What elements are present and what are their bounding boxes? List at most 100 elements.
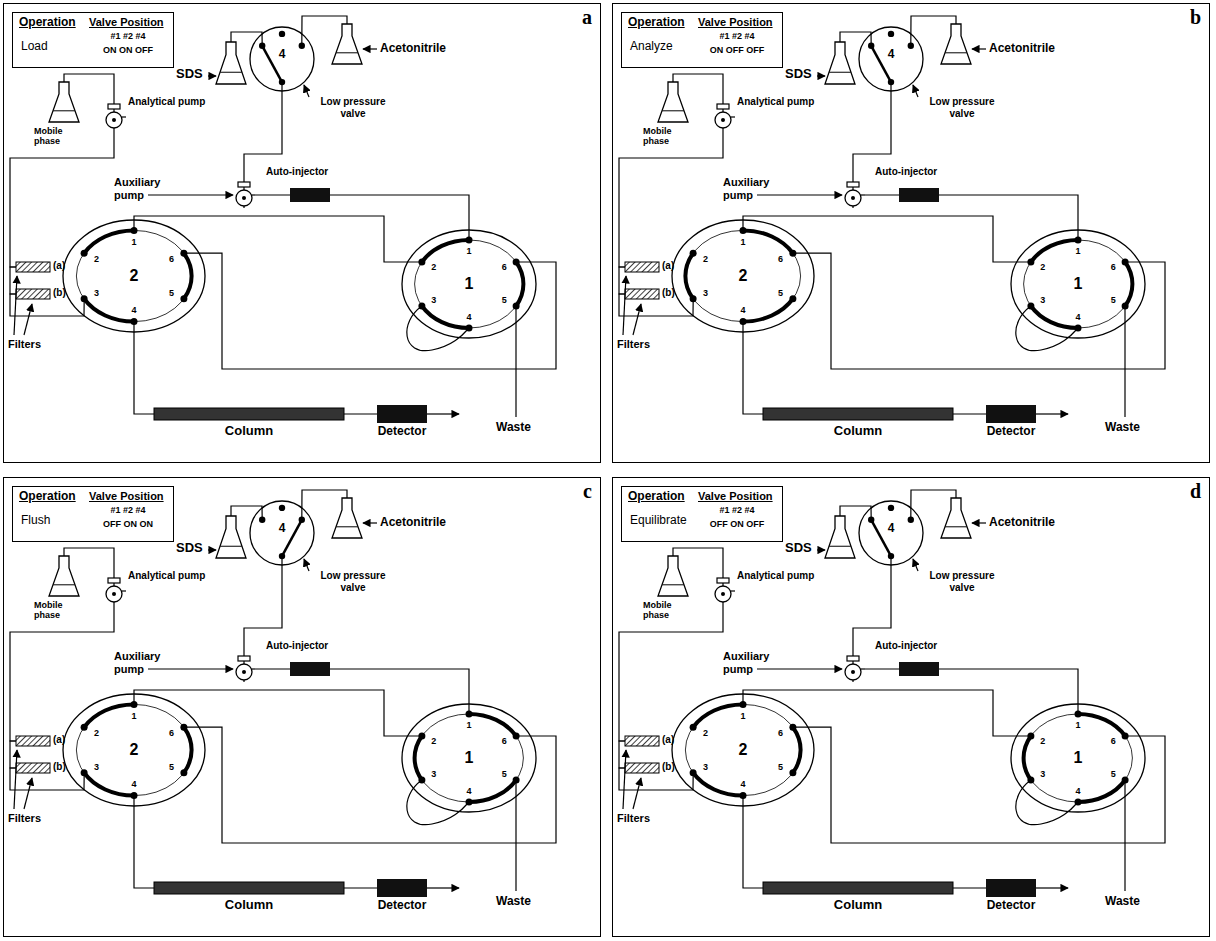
- pump-outlet: [861, 194, 865, 195]
- filter-element: [625, 289, 659, 299]
- auto-injector-label: Auto-injector: [266, 640, 328, 652]
- auxiliary-pump-label: Auxiliary pump: [723, 176, 785, 201]
- valve-port: [789, 769, 796, 776]
- panel-frame: a OperationValve Position#1 #2 #4LoadON O…: [3, 3, 601, 463]
- column-label: Column: [834, 898, 882, 913]
- mobile-phase-flask-label: Mobile phase: [34, 600, 82, 621]
- valve-port: [1027, 259, 1034, 266]
- valve-1: 1123456: [401, 229, 537, 339]
- valve-body: [402, 230, 536, 338]
- port-number: 3: [1040, 769, 1045, 779]
- flask: [825, 42, 855, 84]
- tubing-line: [134, 216, 422, 262]
- valve-port: [418, 259, 425, 266]
- filters-label: Filters: [617, 812, 650, 825]
- port-number: 3: [94, 762, 99, 772]
- rotor-groove: [516, 262, 523, 306]
- analytical-pump-label: Analytical pump: [128, 570, 205, 582]
- rotor-groove: [693, 773, 743, 796]
- valve-body: [672, 694, 814, 806]
- acetonitrile-flask: Acetonitrile: [941, 24, 1081, 66]
- valve-port: [279, 31, 285, 37]
- rotor-groove: [84, 773, 134, 796]
- panel-letter: a: [582, 6, 592, 29]
- filters-label: Filters: [8, 812, 41, 825]
- operation-table-label: Valve Position: [89, 16, 164, 29]
- low-pressure-valve: 4Low pressure valve: [858, 26, 924, 92]
- auxiliary-pump-label: Auxiliary pump: [723, 650, 785, 675]
- liquid-level: [53, 110, 75, 111]
- valve-port: [740, 227, 747, 234]
- auto-injector: Auto-injector: [875, 640, 945, 678]
- valve-port: [81, 250, 88, 257]
- port-number: 5: [778, 288, 783, 298]
- analytical-pump: Analytical pump: [711, 570, 831, 606]
- tubing-line: [256, 194, 290, 195]
- operation-table-label: Valve Position: [698, 16, 773, 29]
- pump-body: [715, 586, 731, 602]
- valve-port: [513, 303, 520, 310]
- flask: [658, 556, 688, 596]
- tubing-line: [344, 413, 377, 414]
- port-number: 2: [94, 728, 99, 738]
- valve-number: 1: [1074, 275, 1083, 293]
- port-number: 1: [740, 711, 745, 721]
- filter-a-label: (a): [53, 734, 65, 746]
- port-number: 2: [431, 262, 436, 272]
- low-pressure-valve: 4Low pressure valve: [858, 500, 924, 566]
- port-number: 5: [778, 762, 783, 772]
- operation-table-label: Operation: [628, 16, 685, 30]
- operation-table-label: Valve Position: [89, 490, 164, 503]
- port-number: 2: [1040, 262, 1045, 272]
- operation-table-label: Load: [21, 40, 48, 54]
- rotor-groove: [84, 299, 134, 322]
- panel-c-details: [14, 523, 516, 891]
- sds-flask: SDS: [785, 516, 857, 564]
- valve-1: 1123456: [401, 703, 537, 813]
- port-number: 5: [1111, 295, 1116, 305]
- valve-port: [908, 517, 914, 523]
- pump-inlet: [722, 128, 723, 130]
- liquid-level: [336, 52, 358, 53]
- valve-port: [1122, 259, 1129, 266]
- valve-number: 1: [465, 275, 474, 293]
- pump-hub: [112, 118, 116, 122]
- pump-body: [106, 586, 122, 602]
- valve-2: 2123456: [62, 219, 206, 333]
- valve-port: [690, 250, 697, 257]
- valve-port: [1075, 325, 1082, 332]
- tubing-line: [793, 727, 1165, 843]
- valve-number: 1: [465, 749, 474, 767]
- valve-port: [1122, 733, 1129, 740]
- filter-a: (a): [625, 734, 679, 748]
- operation-table: OperationValve Position#1 #2 #4LoadON ON…: [12, 12, 174, 68]
- acetonitrile-flask: Acetonitrile: [941, 498, 1081, 540]
- rotor-groove: [1078, 780, 1125, 802]
- pump-head: [108, 578, 120, 583]
- valve-port: [1027, 777, 1034, 784]
- rotor-groove: [1078, 714, 1125, 736]
- pump-outlet: [122, 116, 126, 117]
- valve-port: [259, 517, 265, 523]
- sds-flask-label: SDS: [176, 67, 203, 82]
- pump-inlet: [243, 680, 244, 682]
- tubing-line: [10, 130, 114, 267]
- operation-table: OperationValve Position#1 #2 #4AnalyzeON…: [621, 12, 783, 68]
- filter-a: (a): [16, 260, 70, 274]
- flask: [941, 24, 971, 64]
- low-pressure-valve-label: Low pressure valve: [922, 96, 1002, 119]
- acetonitrile-flask-label: Acetonitrile: [380, 516, 446, 530]
- tubing-line: [330, 669, 469, 714]
- mobile-phase-flask: Mobile phase: [34, 82, 104, 152]
- liquid-level: [336, 526, 358, 527]
- liquid-level: [220, 72, 242, 73]
- mobile-phase-flask: Mobile phase: [643, 82, 713, 152]
- port-number: 2: [1040, 736, 1045, 746]
- valve-number: 1: [1074, 749, 1083, 767]
- port-number: 4: [1075, 786, 1080, 796]
- valve-port: [418, 303, 425, 310]
- column: Column: [763, 878, 953, 918]
- auto-injector: Auto-injector: [266, 166, 336, 204]
- liquid-level: [829, 546, 851, 547]
